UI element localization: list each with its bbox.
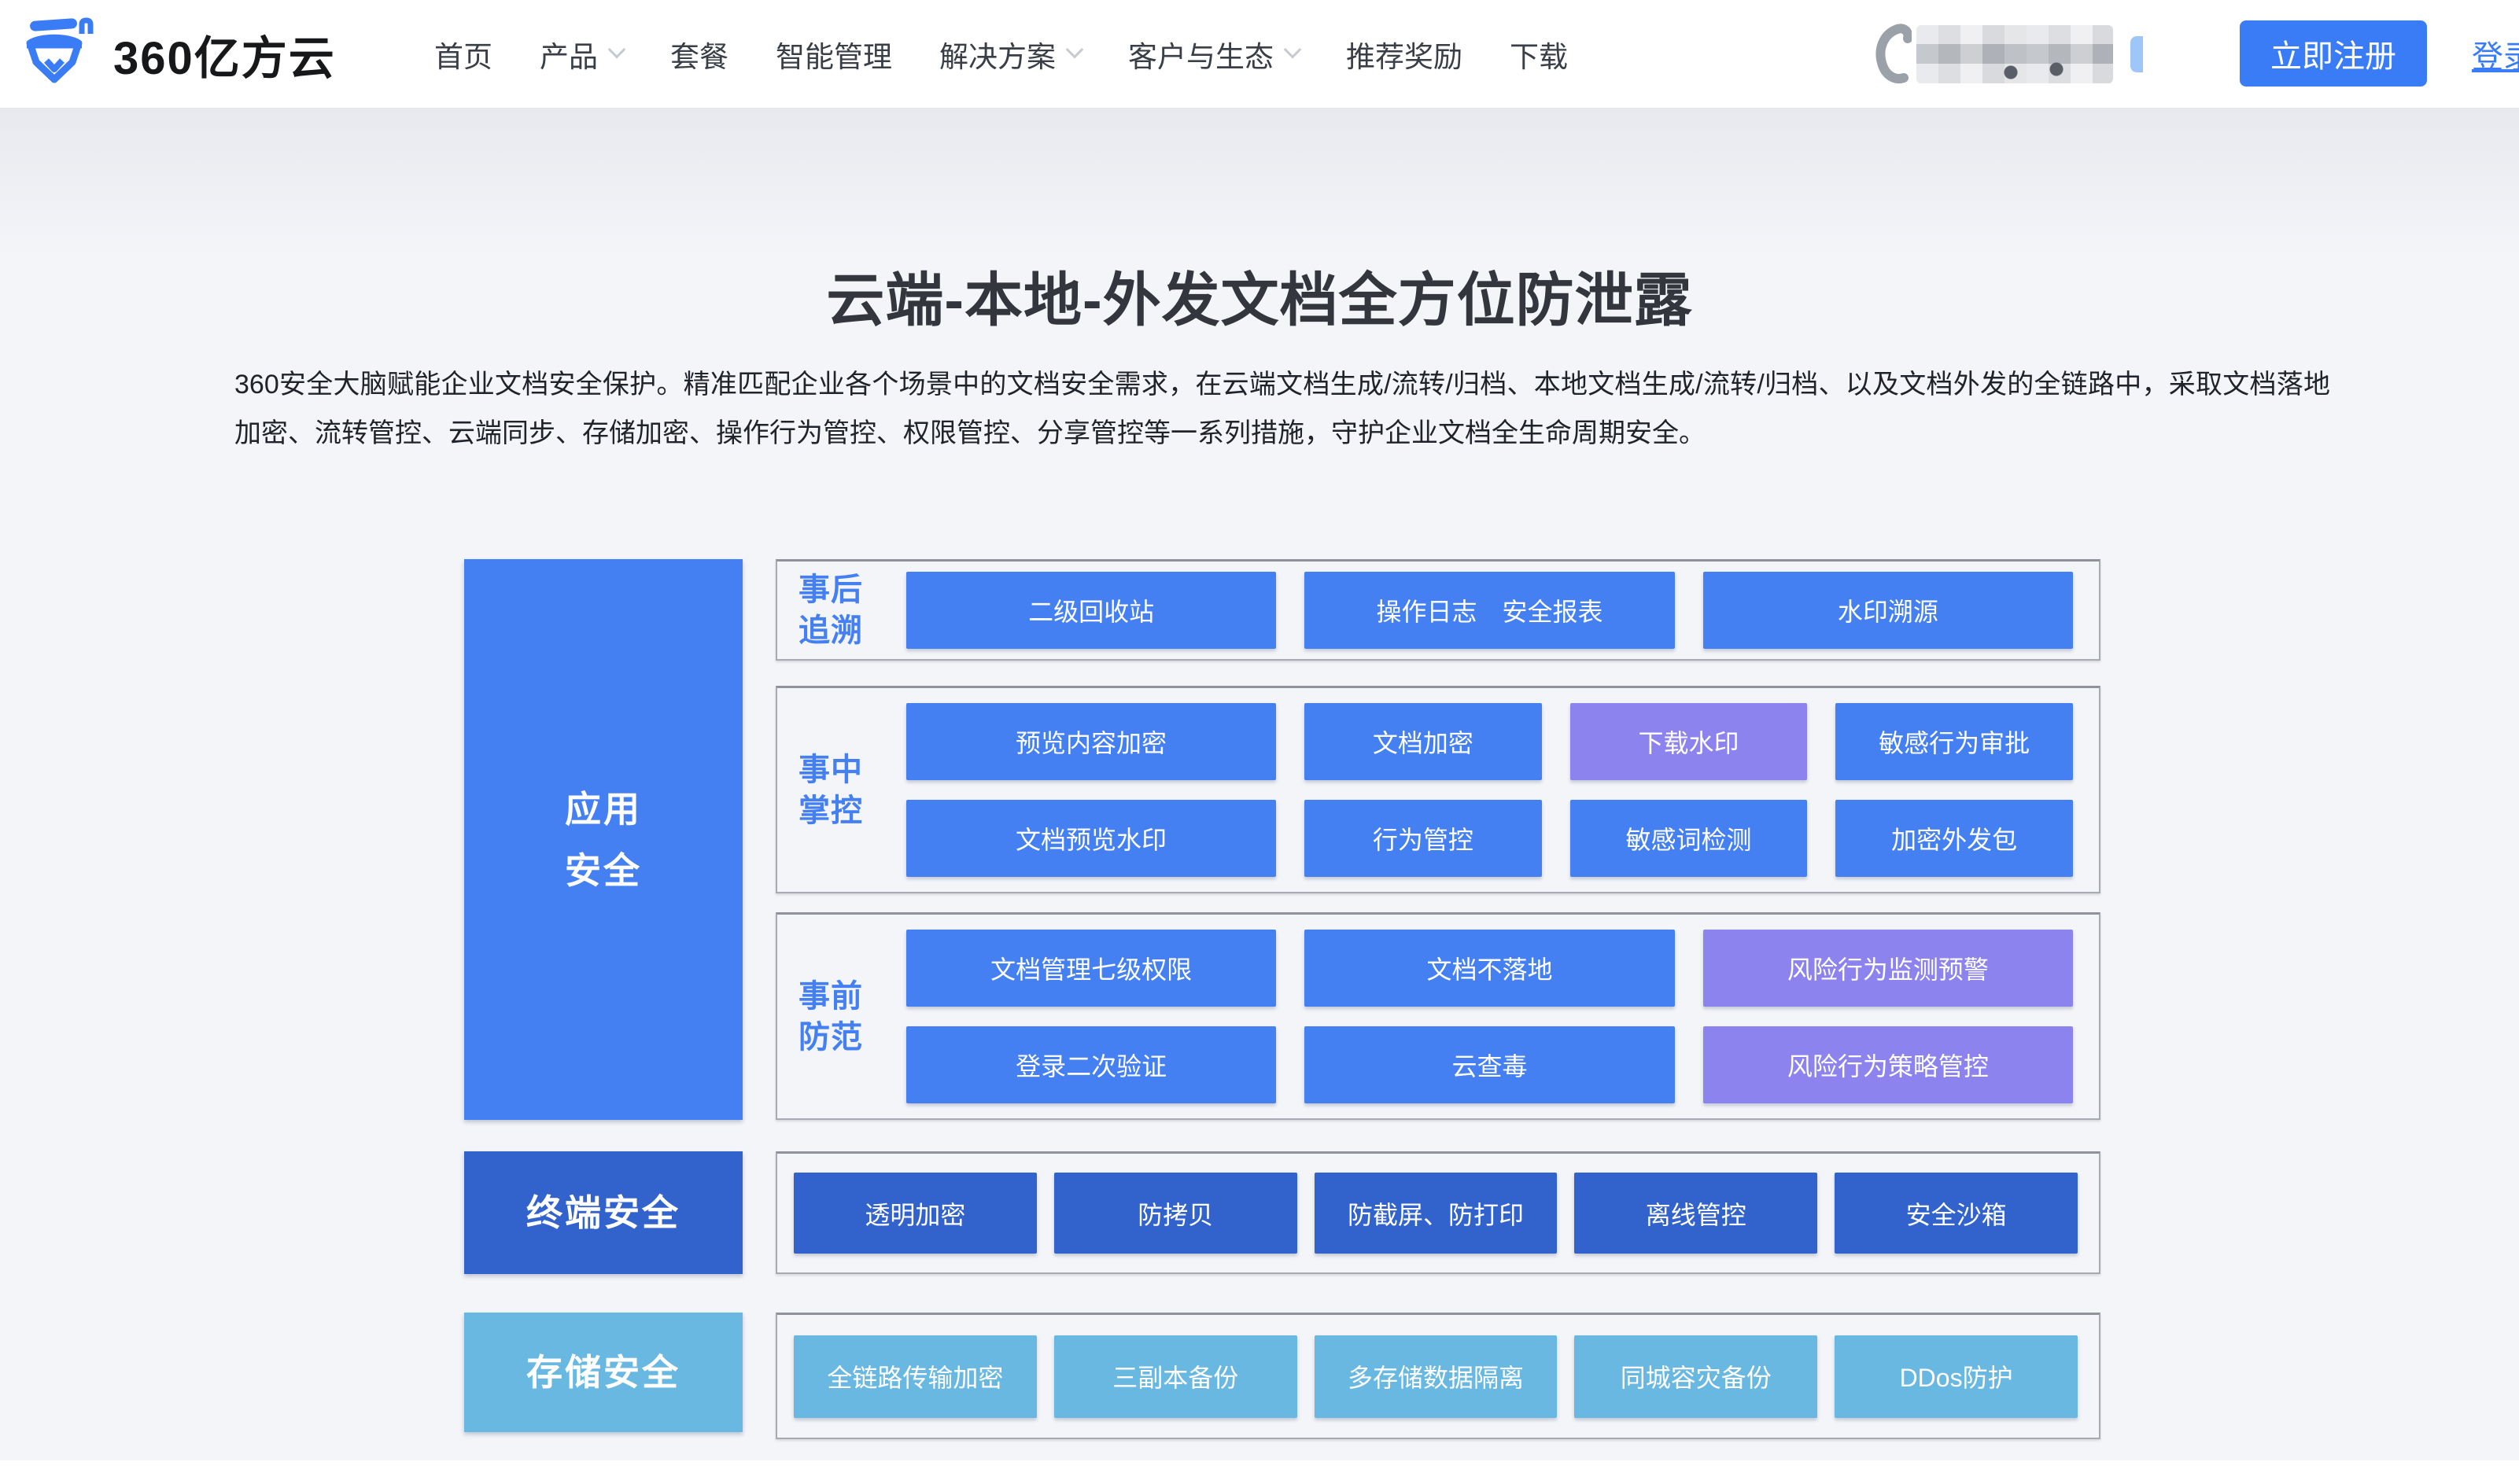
feature-cell: 三副本备份 <box>1053 1335 1297 1418</box>
register-button[interactable]: 立即注册 <box>2240 20 2427 87</box>
feature-row: 登录二次验证云查毒风险行为策略管控 <box>906 1026 2073 1103</box>
top-nav: 360亿方云 首页 产品 套餐 智能管理 解决方案 客户与生态 推荐奖励 下载 立即注册 登录 <box>0 0 2519 108</box>
feature-cell: 离线管控 <box>1574 1173 1818 1254</box>
nav-item-smart-management[interactable]: 智能管理 <box>776 33 892 75</box>
page-title: 云端-本地-外发文档全方位防泄露 <box>826 267 1693 333</box>
feature-cell: 防截屏、防打印 <box>1314 1173 1558 1254</box>
nav-item-plans[interactable]: 套餐 <box>670 33 728 75</box>
feature-cell: 全链路传输加密 <box>794 1335 1037 1418</box>
nav-item-download[interactable]: 下载 <box>1510 33 1568 75</box>
feature-row: 透明加密防拷贝防截屏、防打印离线管控安全沙箱 <box>794 1173 2078 1254</box>
login-link[interactable]: 登录 <box>2472 40 2519 75</box>
section-label: 事前 防范 <box>798 978 863 1055</box>
nav-item-products[interactable]: 产品 <box>540 33 626 75</box>
feature-cell: 登录二次验证 <box>906 1026 1277 1103</box>
section-rows: 文档管理七级权限文档不落地风险行为监测预警登录二次验证云查毒风险行为策略管控 <box>906 915 2099 1118</box>
page-description: 360安全大脑赋能企业文档安全保护。精准匹配企业各个场景中的文档安全需求，在云端… <box>234 370 2330 448</box>
chevron-down-icon <box>1065 40 1084 58</box>
logo-text: 360亿方云 <box>113 33 336 84</box>
feature-cell: 文档加密 <box>1304 703 1542 780</box>
feature-row: 二级回收站操作日志 安全报表水印溯源 <box>906 572 2073 649</box>
mosaic-fragment <box>2130 36 2143 72</box>
feature-cell: 敏感行为审批 <box>1835 703 2074 780</box>
section-after: 事后 追溯二级回收站操作日志 安全报表水印溯源 <box>776 559 2100 661</box>
nav-item-solutions[interactable]: 解决方案 <box>939 33 1084 75</box>
feature-cell: 操作日志 安全报表 <box>1304 572 1675 649</box>
chevron-down-icon <box>1283 40 1302 58</box>
section-rows: 预览内容加密文档加密下载水印敏感行为审批文档预览水印行为管控敏感词检测加密外发包 <box>906 688 2099 892</box>
feature-cell: 文档不落地 <box>1304 930 1675 1007</box>
feature-cell: 预览内容加密 <box>906 703 1276 780</box>
feature-cell: 行为管控 <box>1304 800 1542 877</box>
feature-row: 文档管理七级权限文档不落地风险行为监测预警 <box>906 930 2073 1007</box>
nav-item-label: 套餐 <box>670 40 728 73</box>
next-section-edge <box>0 1460 2519 1484</box>
feature-cell: 风险行为监测预警 <box>1702 930 2073 1007</box>
section-before: 事前 防范文档管理七级权限文档不落地风险行为监测预警登录二次验证云查毒风险行为策… <box>776 912 2100 1120</box>
logo[interactable]: 360亿方云 <box>17 11 336 98</box>
feature-cell: 下载水印 <box>1569 703 1808 780</box>
nav-item-customers-ecosystem[interactable]: 客户与生态 <box>1128 33 1302 75</box>
feature-cell: 文档预览水印 <box>906 800 1276 877</box>
nav-item-label: 首页 <box>434 40 492 73</box>
section-rows: 透明加密防拷贝防截屏、防打印离线管控安全沙箱 <box>777 1154 2099 1272</box>
logo-icon <box>26 17 94 83</box>
feature-cell: 防拷贝 <box>1053 1173 1297 1254</box>
security-architecture-diagram: 应用 安全终端安全存储安全 事后 追溯二级回收站操作日志 安全报表水印溯源事中 掌… <box>464 559 2100 1440</box>
feature-cell: 多存储数据隔离 <box>1314 1335 1558 1418</box>
feature-cell: 水印溯源 <box>1702 572 2073 649</box>
nav-item-label: 客户与生态 <box>1128 40 1274 73</box>
left-box-storage-security: 存储安全 <box>464 1313 743 1432</box>
feature-cell: 同城容灾备份 <box>1574 1335 1818 1418</box>
section-endpoint: 透明加密防拷贝防截屏、防打印离线管控安全沙箱 <box>776 1151 2100 1274</box>
chevron-down-icon <box>607 40 626 58</box>
feature-cell: 文档管理七级权限 <box>906 930 1277 1007</box>
feature-cell: 安全沙箱 <box>1835 1173 2078 1254</box>
hero-background-gradient <box>0 108 2519 257</box>
pixelated-mosaic <box>1916 25 2113 83</box>
feature-cell: 加密外发包 <box>1835 800 2074 877</box>
feature-row: 预览内容加密文档加密下载水印敏感行为审批 <box>906 703 2074 780</box>
phone-icon <box>1875 24 1912 83</box>
nav-item-label: 智能管理 <box>776 40 892 73</box>
nav-item-label: 产品 <box>540 40 598 73</box>
feature-cell: 敏感词检测 <box>1569 800 1808 877</box>
left-box-app-security: 应用 安全 <box>464 559 743 1120</box>
nav-menu: 首页 产品 套餐 智能管理 解决方案 客户与生态 推荐奖励 下载 <box>434 0 1568 108</box>
feature-cell: DDos防护 <box>1835 1335 2078 1418</box>
nav-item-label: 解决方案 <box>939 40 1056 73</box>
section-label: 事中 掌控 <box>798 752 863 828</box>
section-rows: 二级回收站操作日志 安全报表水印溯源 <box>906 562 2099 659</box>
nav-item-referral-rewards[interactable]: 推荐奖励 <box>1346 33 1462 75</box>
nav-item-home[interactable]: 首页 <box>434 33 492 75</box>
phone-number-blurred <box>1871 22 2143 87</box>
feature-cell: 云查毒 <box>1304 1026 1675 1103</box>
feature-cell: 透明加密 <box>794 1173 1037 1254</box>
left-box-endpoint-security: 终端安全 <box>464 1151 743 1274</box>
section-during: 事中 掌控预览内容加密文档加密下载水印敏感行为审批文档预览水印行为管控敏感词检测… <box>776 686 2100 893</box>
feature-row: 文档预览水印行为管控敏感词检测加密外发包 <box>906 800 2074 877</box>
feature-cell: 风险行为策略管控 <box>1702 1026 2073 1103</box>
feature-cell: 二级回收站 <box>906 572 1277 649</box>
section-label: 事后 追溯 <box>798 573 863 648</box>
nav-item-label: 推荐奖励 <box>1346 40 1462 73</box>
nav-item-label: 下载 <box>1510 40 1568 73</box>
